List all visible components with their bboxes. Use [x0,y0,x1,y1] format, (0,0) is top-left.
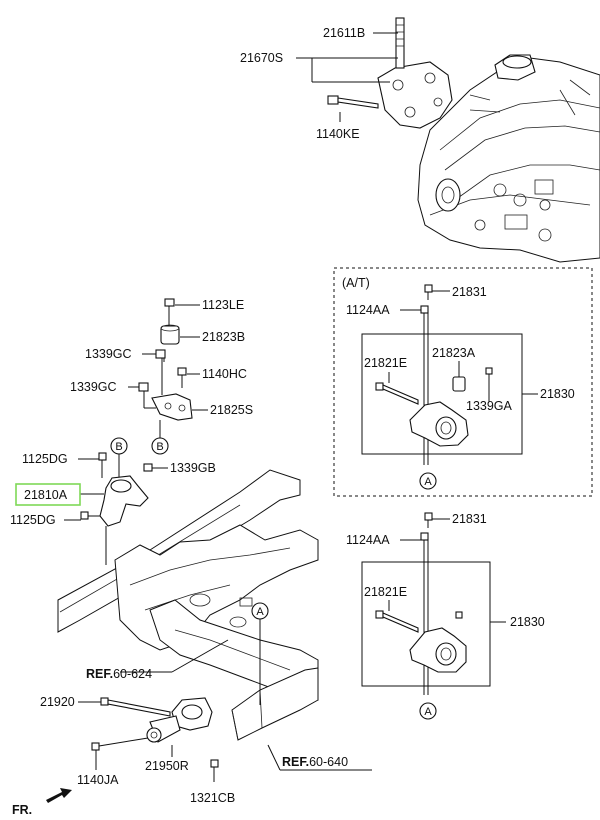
label-1321cb: 1321CB [190,791,235,805]
left-mount-parts [128,298,208,455]
label-21920: 21920 [40,695,75,709]
callout-a-mt-text: A [424,706,432,718]
highlight-box-21810a [15,483,81,506]
front-arrow-icon [46,788,72,803]
label-1125dg-b: 1125DG [10,513,56,527]
ref-60-624: REF.60-624 [86,667,152,681]
label-21670s: 21670S [240,51,283,65]
at-mount-illustration [375,284,493,465]
mount-21810a-illustration [80,437,168,565]
label-at-21821e: 21821E [364,356,407,370]
callout-a-frame-text: A [256,606,264,618]
at-group-frame [333,267,593,497]
label-1339gb: 1339GB [170,461,216,475]
subframe-illustration [57,469,319,741]
label-1123le: 1123LE [202,298,244,312]
callout-b-1-text: B [115,441,122,453]
label-1140ke: 1140KE [316,127,360,141]
label-at-21830: 21830 [540,387,575,401]
callout-b-2 [151,437,169,455]
callout-a-at-text: A [424,476,432,488]
label-1339gc-b: 1339GC [70,380,117,394]
label-21823b: 21823B [202,330,245,344]
label-at-1339ga: 1339GA [466,399,513,413]
engine-block-illustration [417,54,600,263]
callout-a-mt [419,702,437,720]
label-1125dg-a: 1125DG [22,452,68,466]
ref-60-640: REF.60-640 [282,755,348,769]
callout-a-at [419,472,437,490]
label-front: FR. [12,803,32,817]
bracket-21670s [377,17,453,129]
label-mt-21830: 21830 [510,615,545,629]
roll-rod-21950r-illustration [91,697,219,782]
label-mt-1124aa: 1124AA [346,533,390,547]
label-21825s: 21825S [210,403,253,417]
label-21950r: 21950R [145,759,189,773]
label-at-title: (A/T) [342,276,370,290]
mt-subassembly-box [361,561,491,687]
label-mt-21831: 21831 [452,512,487,526]
label-1140ja: 1140JA [77,773,119,787]
label-1339gc-a: 1339GC [85,347,132,361]
label-at-1124aa: 1124AA [346,303,390,317]
mt-mount-illustration [375,512,467,695]
label-21611b: 21611B [323,26,365,40]
label-mt-21821e: 21821E [364,585,407,599]
label-at-21831: 21831 [452,285,487,299]
label-at-21823a: 21823A [432,346,476,360]
label-1140hc: 1140HC [202,367,247,381]
label-21810a: 21810A [24,488,68,502]
callout-b-2-text: B [156,441,163,453]
bolt-1140ke-illustration [327,95,379,109]
